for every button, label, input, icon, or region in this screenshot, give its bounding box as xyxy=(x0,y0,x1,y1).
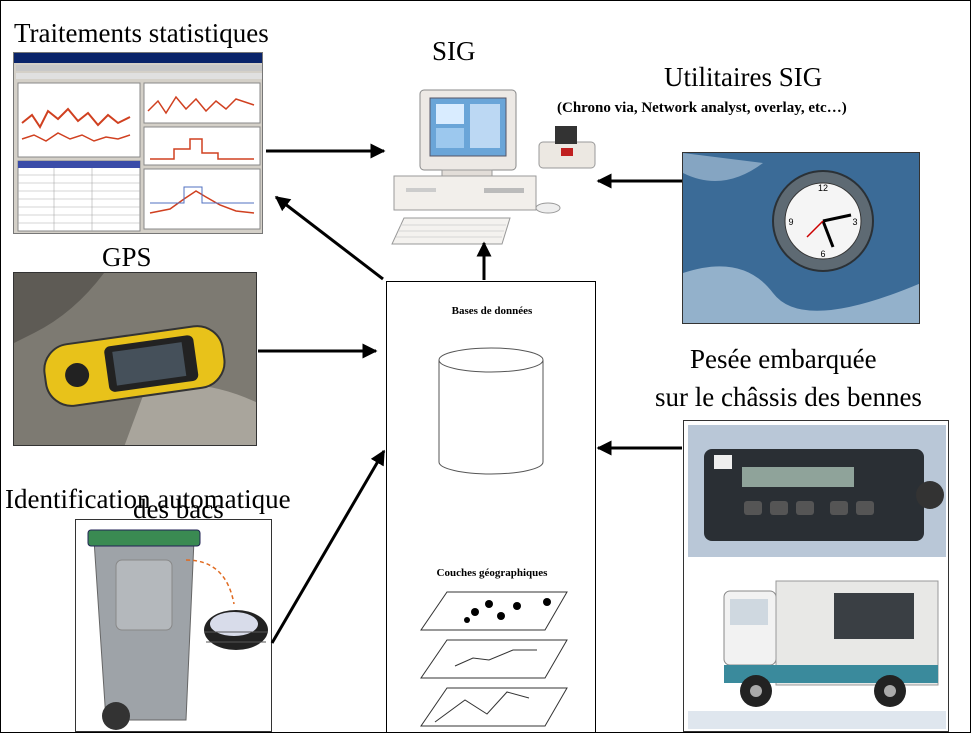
label-sig: SIG xyxy=(432,36,476,66)
label-utilitaires-sub: (Chrono via, Network analyst, overlay, e… xyxy=(557,100,847,116)
svg-text:12: 12 xyxy=(818,183,828,193)
gps-image xyxy=(13,272,257,446)
gps-graphic xyxy=(14,273,256,445)
arrow-bin-to-db xyxy=(270,449,386,644)
statistics-screenshot-graphic xyxy=(14,53,262,232)
label-identification-2: des bacs xyxy=(133,494,224,524)
svg-text:9: 9 xyxy=(788,217,793,227)
computer-icon xyxy=(391,89,561,245)
database-cylinder-icon xyxy=(438,347,544,475)
geographic-layers-icon xyxy=(420,591,568,727)
truck-scale-image xyxy=(683,420,949,732)
label-utilitaires: Utilitaires SIG xyxy=(664,62,823,92)
clock-graphic: 12 6 9 3 xyxy=(683,153,919,323)
layers-title: Couches géographiques xyxy=(436,567,548,579)
label-gps: GPS xyxy=(102,242,152,272)
statistics-screenshot xyxy=(13,52,263,234)
label-identification-1: Identification automatique xyxy=(5,484,291,514)
bin-image xyxy=(75,519,272,732)
bin-graphic xyxy=(87,529,268,730)
printer-icon xyxy=(538,126,596,169)
database-title: Bases de données xyxy=(451,305,533,317)
clock-image: 12 6 9 3 xyxy=(682,152,920,324)
svg-text:3: 3 xyxy=(852,217,857,227)
database-panel: Bases de données Couches géographiques xyxy=(386,281,596,733)
label-traitements: Traitements statistiques xyxy=(14,18,269,48)
svg-text:6: 6 xyxy=(820,249,825,259)
label-pesee-2: sur le châssis des bennes xyxy=(655,382,922,412)
truck-scale-graphic xyxy=(688,425,946,729)
arrow-db-to-stats xyxy=(274,195,384,281)
label-pesee-1: Pesée embarquée xyxy=(690,344,877,374)
